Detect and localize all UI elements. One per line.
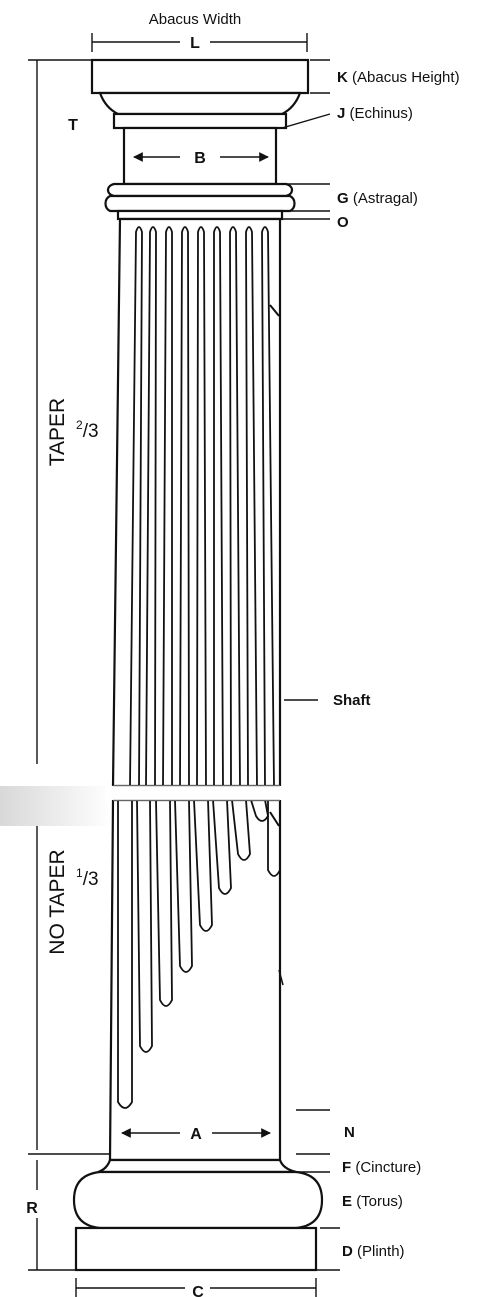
echinus [98,91,302,116]
cincture [97,1158,297,1174]
label-plinth: D (Plinth) [342,1243,405,1260]
label-astragal: G (Astragal) [337,190,418,207]
dimension-letter-t: T [68,117,78,134]
abacus-width-dimension [91,33,308,52]
dimension-letter-b: B [194,150,206,167]
taper-fraction-denominator: 3 [88,421,99,442]
taper-label: TAPER [46,398,69,466]
dimension-letter-a: A [190,1126,202,1143]
left-dimension-lines [28,59,110,1271]
no-taper-fraction: 1/3 [76,866,99,890]
taper-fraction-numerator: 2 [76,418,83,432]
no-taper-fraction-denominator: 3 [88,869,99,890]
label-plinth-name: (Plinth) [357,1243,405,1260]
dimension-letter-o: O [337,214,349,231]
astragal [106,182,294,198]
label-torus-letter: E [342,1193,352,1210]
torus [72,1170,324,1230]
plinth-width-dimension [75,1278,317,1297]
label-shaft: Shaft [333,692,371,709]
necking [122,126,278,186]
label-echinus-letter: J [337,105,345,122]
shaft-lower [108,798,284,1162]
no-taper-fraction-numerator: 1 [76,866,83,880]
label-torus: E (Torus) [342,1193,403,1210]
label-abacus-height-letter: K [337,69,348,86]
dimension-letter-n: N [344,1124,355,1141]
label-cincture-letter: F [342,1159,351,1176]
label-astragal-letter: G [337,190,349,207]
label-abacus-height: K (Abacus Height) [337,69,460,86]
plinth [74,1226,318,1272]
dimension-letter-l: L [190,35,200,52]
dimension-letter-r: R [26,1200,38,1217]
base [72,1158,324,1272]
no-taper-label: NO TAPER [46,849,69,954]
label-astragal-name: (Astragal) [353,190,418,207]
label-plinth-letter: D [342,1243,353,1260]
shaft-upper [111,217,282,788]
label-cincture-name: (Cincture) [355,1159,421,1176]
label-torus-name: (Torus) [356,1193,403,1210]
taper-fraction: 2/3 [76,418,99,442]
label-echinus-name: (Echinus) [350,105,413,122]
label-abacus-height-name: (Abacus Height) [352,69,460,86]
abacus [90,58,310,95]
label-cincture: F (Cincture) [342,1159,421,1176]
abacus-width-label: Abacus Width [149,11,242,28]
right-leader-lines [281,59,340,1271]
label-echinus: J (Echinus) [337,105,413,122]
capital [90,58,310,221]
dimension-letter-c: C [192,1284,204,1297]
